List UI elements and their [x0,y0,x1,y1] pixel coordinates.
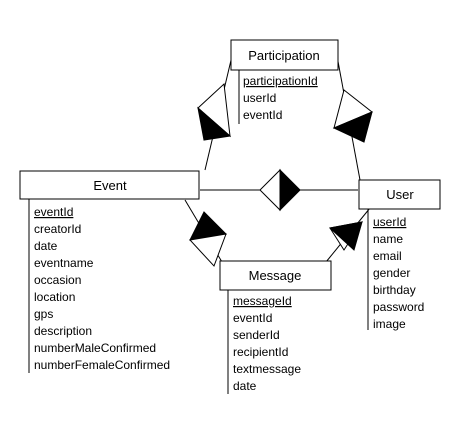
diamond-dark-half [328,221,363,251]
entity-user-title: User [386,187,414,202]
entity-participation-box [230,39,339,71]
attribute: birthday [373,283,416,297]
entity-message: Message messageId eventId senderId recipien… [219,260,332,394]
attribute-list: eventId creatorId date eventname occasion loc… [34,205,170,372]
primary-key-attribute: participationId [243,74,318,88]
attribute: image [373,317,406,331]
attribute: gender [373,266,410,280]
attribute: eventId [243,108,282,122]
diamond-dark-half [332,111,373,143]
diamond-light-half [259,168,281,212]
entity-event: Event eventId creatorId date eventname occas… [19,170,200,373]
attribute: eventId [233,311,272,325]
entity-user-box [358,179,441,210]
entity-event-title: Event [93,178,127,193]
diamond-dark-half [197,106,232,141]
entity-message-title: Message [249,268,302,283]
attribute: numberFemaleConfirmed [34,358,170,372]
attribute: occasion [34,273,81,287]
attribute: textmessage [233,362,301,376]
entity-participation-title: Participation [248,48,320,63]
relationship-participation-user [332,89,373,143]
diamond-light-half [189,233,227,267]
attribute: email [373,249,402,263]
attribute: numberMaleConfirmed [34,341,156,355]
attribute: description [34,324,92,338]
entity-participation: Participation participationId userId event… [230,39,339,124]
entity-message-box [219,260,332,291]
attribute: eventname [34,256,94,270]
attribute: creatorId [34,222,81,236]
attribute: gps [34,307,53,321]
attribute-list: participationId userId eventId [243,74,318,122]
entity-user: User userId name email gender birthday passwo… [358,179,441,331]
attribute: name [373,232,403,246]
attribute-list: userId name email gender birthday password ima… [373,215,424,331]
attribute: date [34,239,58,253]
relationship-message-user [328,221,364,251]
attribute: userId [243,91,276,105]
attribute: location [34,290,75,304]
relationship-event-participation [197,82,232,141]
attribute-list: messageId eventId senderId recipientId textm… [233,294,301,393]
attribute: password [373,300,424,314]
attribute: date [233,379,257,393]
attribute: senderId [233,328,280,342]
primary-key-attribute: userId [373,215,406,229]
primary-key-attribute: eventId [34,205,73,219]
diamond-dark-half [279,168,301,212]
relationship-event-message [189,211,228,267]
relationship-event-user [259,168,301,212]
entity-event-box [19,170,200,200]
primary-key-attribute: messageId [233,294,292,308]
attribute: recipientId [233,345,288,359]
